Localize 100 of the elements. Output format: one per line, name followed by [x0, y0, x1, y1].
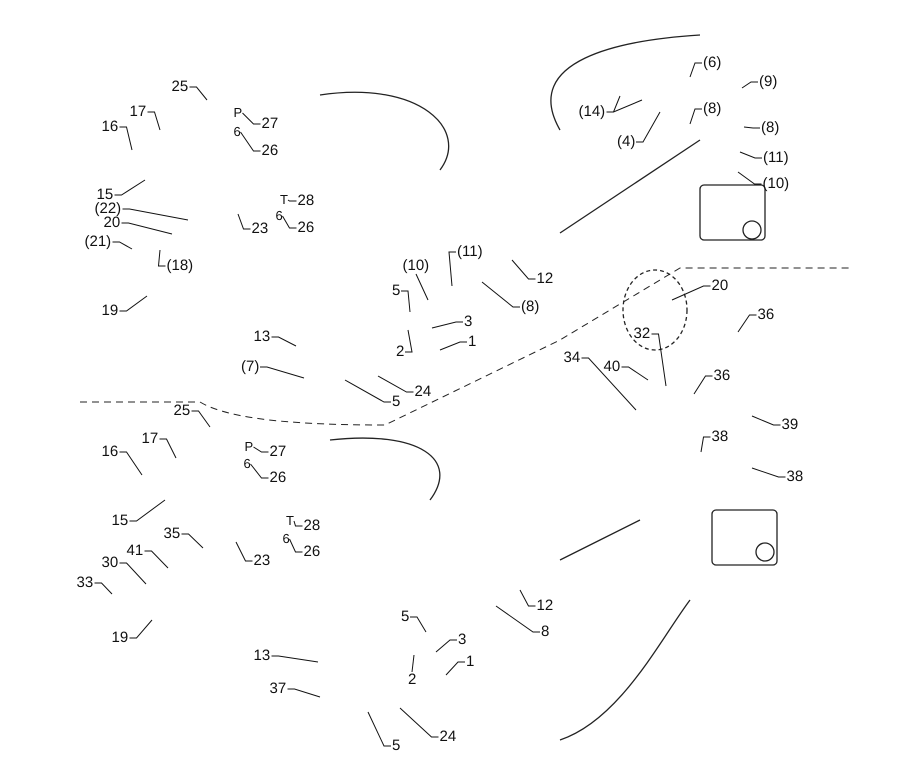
- leader-line: [700, 436, 711, 452]
- leader-line: [400, 708, 439, 738]
- leader-line: [738, 314, 757, 332]
- callout-number: 20: [710, 278, 730, 294]
- callout-number: 2: [395, 344, 406, 360]
- callout-number: 5: [391, 283, 402, 299]
- callout-number: 16: [100, 444, 120, 460]
- callout-number: 23: [250, 221, 270, 237]
- callout-number: 19: [100, 303, 120, 319]
- leader-line: [119, 562, 146, 584]
- leader-line: [260, 366, 304, 378]
- callout-number: (4): [616, 134, 636, 150]
- callout-number: (6): [702, 55, 722, 71]
- callout-number: 17: [140, 431, 160, 447]
- callout-number: 1: [465, 654, 476, 670]
- callout-number: 2: [407, 672, 418, 688]
- callout-number: 26: [260, 143, 280, 159]
- callout-number: 33: [76, 575, 94, 591]
- leader-line: [368, 712, 392, 746]
- leader-line: [191, 410, 210, 428]
- callout-number: (18): [166, 258, 194, 274]
- callout-number: 34: [562, 350, 582, 366]
- part-marking: T: [280, 193, 288, 207]
- leader-line: [119, 126, 132, 150]
- leader-line: [412, 654, 414, 672]
- leader-line: [122, 208, 188, 220]
- leader-line: [520, 590, 536, 606]
- callout-number: 26: [302, 544, 322, 560]
- callout-number: 26: [296, 220, 316, 236]
- callout-number: 28: [302, 518, 322, 534]
- callout-number: 16: [100, 119, 120, 135]
- callout-number: 12: [536, 598, 554, 614]
- leader-line: [752, 416, 781, 426]
- callout-number: 5: [391, 394, 402, 410]
- leader-line: [400, 290, 410, 312]
- leader-line: [672, 286, 711, 300]
- leader-line: [606, 100, 642, 112]
- callout-number: 13: [252, 648, 272, 664]
- callout-number: 26: [268, 470, 288, 486]
- leader-line: [496, 606, 540, 632]
- part-marking: T: [286, 514, 294, 528]
- callout-number: (11): [762, 150, 790, 166]
- leader-line: [512, 260, 536, 280]
- leader-line: [378, 376, 414, 392]
- callout-number: 28: [296, 193, 316, 209]
- leader-line: [287, 688, 320, 698]
- callout-number: (21): [84, 234, 112, 250]
- callout-number: (10): [402, 258, 430, 274]
- leader-line: [121, 222, 172, 234]
- callout-number: (8): [520, 299, 540, 315]
- leader-line: [690, 62, 702, 78]
- callout-number: 27: [268, 444, 288, 460]
- callout-number: 12: [536, 271, 554, 287]
- leader-line: [189, 86, 208, 100]
- leader-line: [253, 446, 269, 452]
- leader-line: [694, 376, 713, 394]
- leader-line: [432, 322, 464, 328]
- callout-number: 32: [632, 326, 652, 342]
- callout-number: 23: [252, 553, 272, 569]
- leader-line: [651, 334, 666, 386]
- leader-line: [114, 180, 146, 196]
- leader-line: [621, 366, 648, 380]
- callout-number: 5: [400, 609, 410, 625]
- leader-line: [448, 252, 456, 286]
- leader-line: [440, 342, 468, 350]
- callout-number: (14): [578, 104, 606, 120]
- callout-number: 19: [110, 630, 130, 646]
- callout-number: 3: [457, 632, 468, 648]
- leader-line: [271, 336, 296, 346]
- callout-number: 30: [100, 555, 120, 571]
- leader-line: [740, 152, 762, 158]
- leader-line: [344, 380, 392, 402]
- leader-line: [752, 468, 786, 478]
- leader-line: [147, 112, 160, 130]
- part-marking: 6: [234, 125, 241, 139]
- leader-line: [236, 542, 253, 562]
- callout-number: 38: [786, 469, 804, 485]
- leader-line: [636, 112, 660, 142]
- callout-number: 38: [710, 429, 730, 445]
- leader-line: [742, 82, 758, 88]
- leader-line: [282, 216, 297, 228]
- callout-number: 25: [170, 79, 190, 95]
- part-marking: 6: [244, 457, 251, 471]
- callout-number: 39: [780, 417, 800, 433]
- leader-line: [744, 126, 760, 128]
- callout-number: 27: [260, 116, 280, 132]
- callout-number: (22): [94, 201, 122, 217]
- callout-number: 17: [128, 104, 148, 120]
- callout-number: 37: [268, 681, 288, 697]
- callout-number: (10): [762, 176, 790, 192]
- callout-number: 15: [96, 187, 114, 203]
- callout-number: 41: [126, 543, 144, 559]
- leader-line: [250, 464, 269, 478]
- leader-line: [129, 620, 152, 638]
- leader-line: [242, 112, 261, 124]
- part-marking: P: [234, 106, 242, 120]
- leader-line: [129, 500, 166, 522]
- leader-line: [446, 662, 466, 676]
- leader-line: [416, 274, 428, 300]
- callout-number: (8): [702, 101, 722, 117]
